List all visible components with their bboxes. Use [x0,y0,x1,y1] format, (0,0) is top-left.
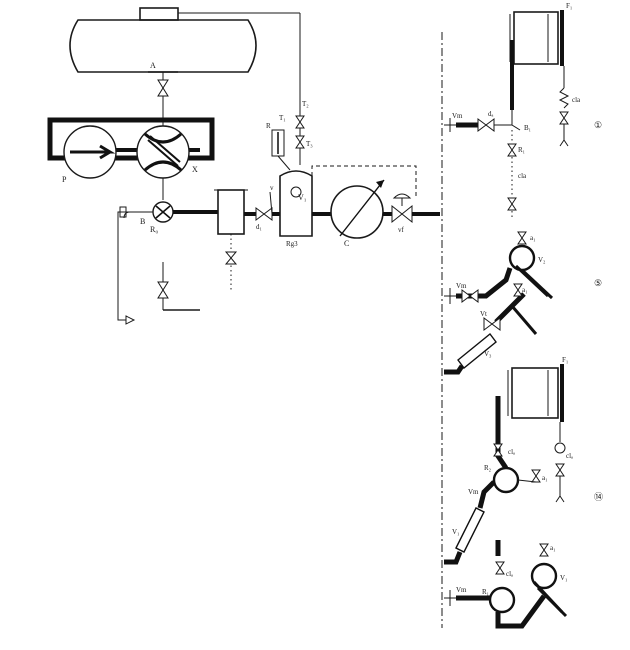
panel-3-marker: ⑭ [594,492,603,502]
flow-meter-icon [330,185,384,239]
pump-p [63,125,117,179]
label-cl2: clₐ [508,448,515,456]
label-vessel-tag: Rg3 [286,240,298,248]
panel-2-marker: ⑤ [594,278,602,288]
control-valve-vf [391,193,413,224]
label-cl3: clₐ [506,570,513,578]
label-r: R [266,122,271,130]
panel-3: F₁ clₐ clₐ R₂ Vm a₁ V₁ clₐ Vm R₁ [444,356,603,629]
label-r0: R₀ [150,225,158,234]
label-a1-2b: a₁ [522,286,528,294]
drum-icon [511,367,559,419]
label-a1-3: a₁ [542,474,548,482]
label-vt: Vt [480,310,487,318]
label-vm-2: Vm [456,282,467,290]
cylinder-v3 [457,332,497,370]
label-drum-f2: F₁ [562,356,568,364]
thermometer-t1 [271,129,285,157]
label-vf: vf [398,226,405,234]
label-a1-2: a₁ [530,234,536,242]
label-v4: V₁ [452,528,460,536]
label-p: P [62,175,67,184]
label-vm-3: Vm [468,488,479,496]
separator-tank [214,189,248,290]
label-t2: T₂ [302,100,309,108]
label-r1: R₁ [518,146,525,154]
label-a: A [150,61,156,70]
label-v1-valve: v [270,184,274,192]
label-b1: B₁ [524,124,531,132]
valve-r0 [152,201,174,223]
panel-2: Vm V₂ a₁ a₁ Vt V₃ ⑤ [444,231,602,375]
label-drum-f1: F₁ [566,2,572,10]
drum-f1 [509,10,564,66]
label-v1: V₁ [298,193,307,202]
label-x: X [192,165,198,174]
panel-1: F₁ cla Vm dₐ B₁ R₁ cla ① [444,2,602,220]
flow-meter-c [330,179,385,239]
valve-d1 [255,207,273,221]
label-cla-1b: cla [518,172,527,180]
label-cla-1: cla [572,96,581,104]
four-way-valve-x [136,125,190,179]
label-da: dₐ [488,110,494,118]
label-v2: V₂ [538,256,546,264]
label-b: B [140,217,145,226]
label-a1-4: a₁ [550,544,556,552]
label-c: C [344,239,349,248]
label-r2: R₂ [484,464,492,472]
label-d1: d₁ [256,223,262,231]
panel-1-marker: ① [594,120,602,130]
drum-f2 [507,364,564,422]
label-v3: V₃ [484,350,492,358]
label-cla-3: clₐ [566,452,573,460]
drum-icon [513,11,559,65]
label-vm-4: Vm [456,586,467,594]
label-v5: V₁ [560,574,568,582]
label-r3: R₁ [482,588,489,596]
label-t3: T₃ [306,140,313,148]
vessel-v1 [279,170,313,237]
label-vm-1: Vm [452,112,463,120]
drain-valve [157,262,200,311]
label-t1: T₁ [279,114,286,122]
